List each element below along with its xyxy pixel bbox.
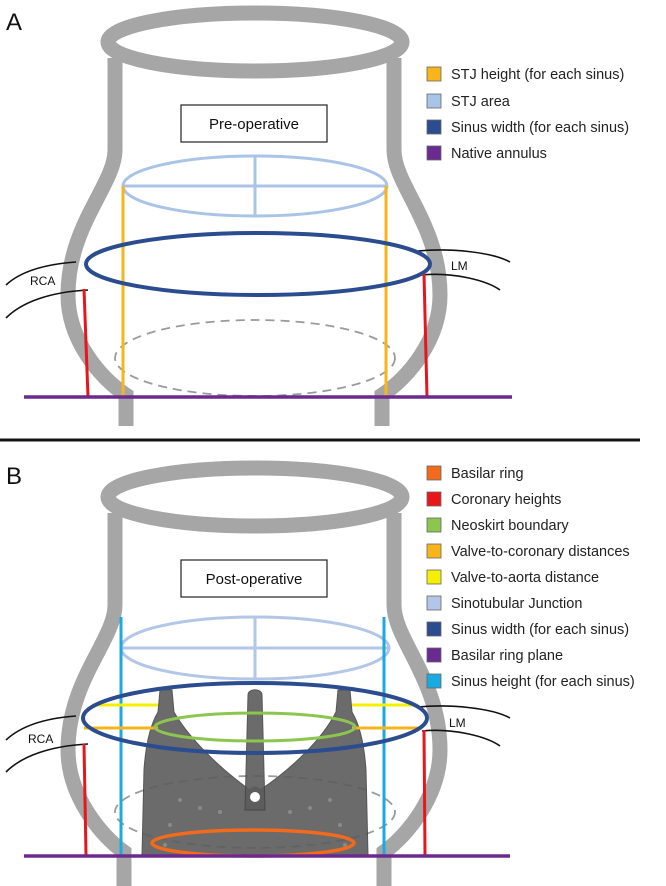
panel-a: A RCA LM Pre-operative [5,5,629,426]
panel-a-legend-swatch [426,119,442,135]
panel-a-legend-item: Sinus width (for each sinus) [426,119,629,136]
valve-cell [163,843,167,847]
panel-a-coronaries [5,249,511,319]
valve-cell [198,806,202,810]
panel-a-aorta-left-wall [60,58,134,426]
panel-a-rca-label: RCA [30,274,55,288]
valve-cell [338,823,342,827]
panel-b-legend-label: Valve-to-coronary distances [451,544,630,560]
panel-a-rca-lower-wall [5,289,89,319]
panel-b-legend-item: Neoskirt boundary [426,517,569,534]
panel-b-legend-item: Sinotubular Junction [426,595,582,612]
panel-b-legend-swatch [426,517,442,533]
panel-b-legend-swatch [426,543,442,559]
panel-b-legend-label: Valve-to-aorta distance [451,570,599,586]
panel-b-lm-height [422,729,427,856]
panel-a-rca-height [82,288,90,398]
panel-b-legend-label: Basilar ring plane [451,648,563,664]
panel-a-annulus-dashed-ellipse [114,319,396,397]
panel-b-legend-item: Valve-to-aorta distance [426,569,599,586]
panel-b-legend-item: Coronary heights [426,491,561,508]
valve-cell [343,843,347,847]
panel-b-aorta-top-opening [100,460,410,534]
panel-a-legend-label: Sinus width (for each sinus) [451,120,629,136]
panel-a-rca-upper-wall [5,261,77,286]
panel-b-legend-label: Sinotubular Junction [451,596,582,612]
panel-a-box-label: Pre-operative [209,116,299,133]
valve-cell [308,806,312,810]
panel-b-legend: Basilar ring Coronary heights Neoskirt b… [426,465,635,690]
panel-a-lm-upper-wall [417,249,511,263]
panel-b-legend-swatch [426,647,442,663]
valve-frame-eyelet [250,792,260,802]
panel-b-legend-swatch [426,621,442,637]
panel-b-legend-swatch [426,491,442,507]
panel-a-legend-item: STJ height (for each sinus) [426,66,624,83]
panel-b-legend-label: Neoskirt boundary [451,518,569,534]
panel-b-legend-item: Sinus height (for each sinus) [426,673,635,690]
panel-b-stj [119,615,391,681]
panel-b-coronaries [5,705,511,773]
panel-a-legend: STJ height (for each sinus) STJ area Sin… [426,66,629,162]
panel-a-label-box [180,104,328,143]
panel-b-sinus-width-ellipse [81,681,429,755]
panel-b-legend-item: Valve-to-coronary distances [426,543,630,560]
panel-b-legend-label: Coronary heights [451,492,561,508]
panel-a-legend-item: STJ area [426,93,511,110]
valve-cell [218,810,222,814]
panel-a-sinus-width-ellipse [84,231,432,297]
panel-a-legend-label: Native annulus [451,146,547,162]
panel-a-lm-height [422,273,429,398]
panel-b-legend-swatch [426,569,442,585]
valve-frame-cells [163,798,347,847]
panel-b: B RCA LM Post-operative [5,460,635,886]
panel-b-legend-item: Sinus width (for each sinus) [426,621,629,638]
panel-b-aorta-left-wall [60,513,132,886]
panel-b-rca-lower-wall [5,743,89,773]
panel-a-legend-swatch [426,145,442,161]
panel-a-aorta-right-wall [374,58,448,426]
panel-b-letter: B [6,463,22,490]
panel-a-aorta [60,5,448,426]
panel-b-lm-upper-wall [417,705,511,719]
panel-a-legend-label: STJ height (for each sinus) [451,67,624,83]
panel-b-rca-height [82,743,88,856]
panel-a-letter: A [6,9,22,36]
panel-b-label-box [180,559,328,598]
panel-b-rca-upper-wall [5,715,77,741]
panel-b-lm-label: LM [449,716,466,730]
panel-b-aorta [60,460,448,886]
panel-b-rca-label: RCA [28,732,53,746]
panel-a-lm-lower-wall [421,273,501,291]
valve-cell [168,823,172,827]
panel-b-lm-lower-wall [421,729,501,747]
panel-a-aorta-top-opening [100,5,410,79]
panel-a-legend-label: STJ area [451,94,511,110]
panel-b-neoskirt-ellipse [153,711,357,743]
panel-a-lm-label: LM [451,259,468,273]
panel-b-legend-swatch [426,673,442,689]
panel-a-legend-swatch [426,66,442,82]
valve-cell [328,798,332,802]
valve-frame-center-post [244,689,266,811]
panel-b-legend-label: Sinus width (for each sinus) [451,622,629,638]
panel-b-legend-item: Basilar ring plane [426,647,563,664]
panel-a-stj-area [121,154,389,218]
panel-b-aorta-right-wall [376,513,448,886]
panel-b-legend-item: Basilar ring [426,465,524,482]
panel-b-legend-label: Sinus height (for each sinus) [451,674,635,690]
panel-a-legend-swatch [426,93,442,109]
valve-cell [178,798,182,802]
panel-b-legend-label: Basilar ring [451,466,524,482]
panel-b-valve-frame [141,689,369,856]
panel-b-box-label: Post-operative [206,571,303,588]
panel-b-legend-swatch [426,595,442,611]
panel-a-legend-item: Native annulus [426,145,547,162]
panel-b-legend-swatch [426,465,442,481]
valve-cell [288,810,292,814]
